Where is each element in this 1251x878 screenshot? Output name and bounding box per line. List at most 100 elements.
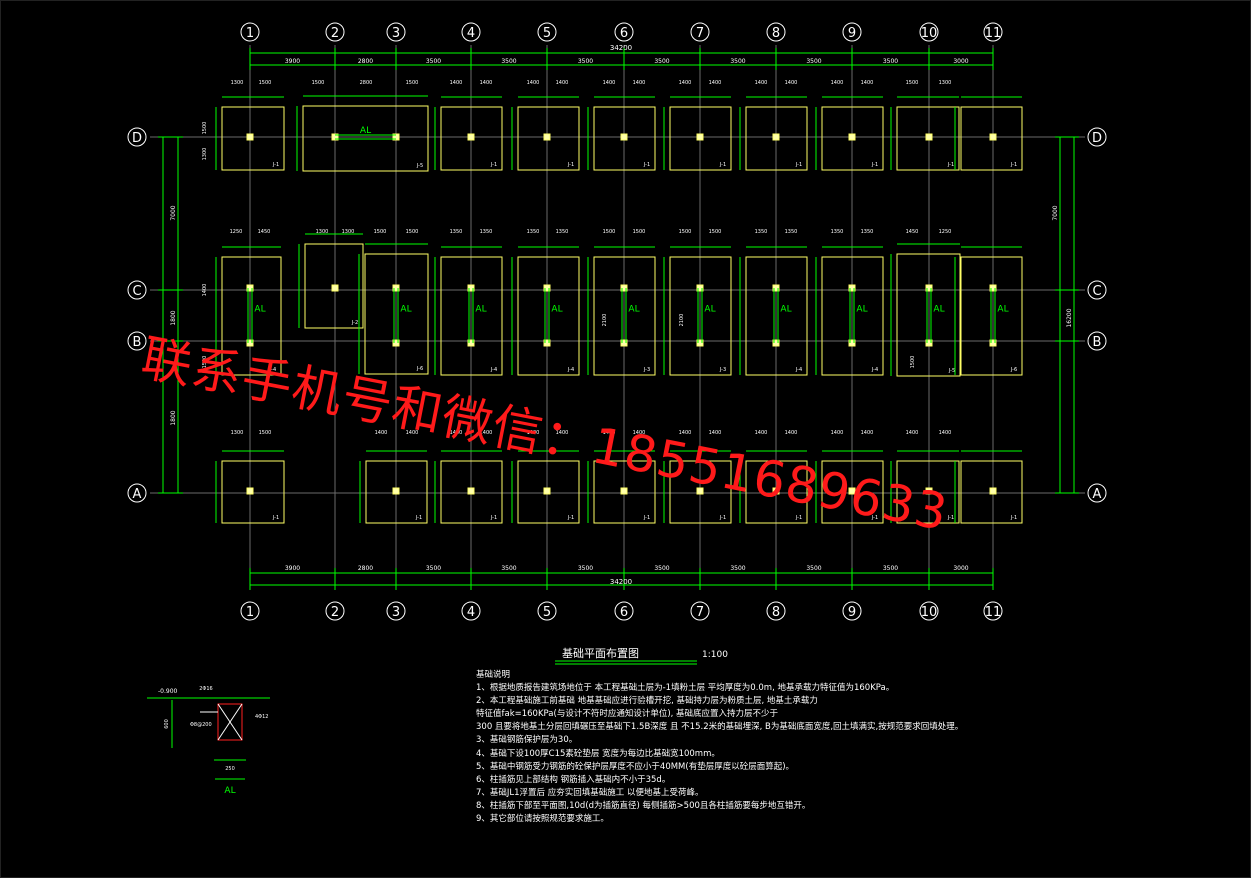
axis-bubble bbox=[983, 22, 1003, 42]
axis-number-label: 8 bbox=[772, 605, 780, 620]
axis-number-label: 5 bbox=[543, 605, 551, 620]
axis-letter-label: A bbox=[133, 487, 142, 502]
column-stub bbox=[848, 284, 856, 292]
axis-bubble bbox=[1087, 331, 1107, 351]
footing-dimension-text: 1400 bbox=[755, 80, 768, 86]
axis-bubble bbox=[1087, 280, 1107, 300]
dimension-text: 3000 bbox=[953, 565, 968, 572]
column-stub bbox=[620, 487, 628, 495]
footing-dimension-text: 1350 bbox=[556, 229, 569, 235]
dimension-text: 3500 bbox=[426, 58, 441, 65]
column-stub bbox=[696, 339, 704, 347]
footing-tag: J-1 bbox=[719, 515, 726, 521]
column-stub bbox=[543, 339, 551, 347]
footing-dimension-text: 1400 bbox=[709, 80, 722, 86]
footing-dimension-text: 1400 bbox=[450, 80, 463, 86]
column-stub bbox=[925, 284, 933, 292]
footing-dimension-text: 1350 bbox=[450, 229, 463, 235]
column-stub bbox=[696, 487, 704, 495]
footing-dimension-text: 1400 bbox=[861, 80, 874, 86]
column-stub bbox=[331, 284, 339, 292]
column-stub bbox=[772, 487, 780, 495]
dimension-text: 3900 bbox=[285, 58, 300, 65]
axis-number-label: 11 bbox=[985, 605, 1002, 620]
footing-dimension-text: 1450 bbox=[906, 229, 919, 235]
footing-tag: J-5 bbox=[948, 368, 955, 374]
beam-label: AL bbox=[856, 305, 867, 315]
footing-outline bbox=[960, 460, 1023, 524]
footing-outline bbox=[745, 106, 808, 171]
footing-dimension-text: 1400 bbox=[527, 430, 540, 436]
axis-bubble bbox=[127, 331, 147, 351]
axis-bubble bbox=[614, 601, 634, 621]
beam-label: AL bbox=[254, 305, 265, 315]
column-stub bbox=[392, 487, 400, 495]
detail-beam-section bbox=[217, 703, 243, 741]
column-stub bbox=[925, 339, 933, 347]
note-line: 2、本工程基础施工前基础 地基基础应进行验槽开挖, 基础持力层为粉质土层, 地基… bbox=[476, 696, 818, 707]
column-stub bbox=[246, 339, 254, 347]
footing-dimension-text: 2800 bbox=[360, 80, 373, 86]
dimension-text: 34200 bbox=[610, 44, 632, 52]
axis-letter-label: C bbox=[132, 284, 141, 299]
footing-tag: J-1 bbox=[490, 162, 497, 168]
footing-dimension-text: 1300 bbox=[202, 148, 208, 161]
column-stub bbox=[246, 284, 254, 292]
column-stub bbox=[989, 284, 997, 292]
footing-outline bbox=[669, 106, 732, 171]
footing-dimension-text: 1300 bbox=[316, 229, 329, 235]
footing-tag: J-1 bbox=[871, 515, 878, 521]
axis-bubble bbox=[240, 22, 260, 42]
dimension-text: 3000 bbox=[953, 58, 968, 65]
footing-dimension-text: 1350 bbox=[480, 229, 493, 235]
dimension-text: 3500 bbox=[806, 565, 821, 572]
footing-dimension-text: 1400 bbox=[527, 80, 540, 86]
note-line: 7、基础JL1浮置后 应夯实回填基础施工 以便地基上受荷峰。 bbox=[476, 787, 704, 798]
axis-number-label: 9 bbox=[848, 605, 856, 620]
footing-tag: J-1 bbox=[415, 515, 422, 521]
beam-label: AL bbox=[400, 305, 411, 315]
footing-dimension-text: 1400 bbox=[450, 430, 463, 436]
column-stub bbox=[543, 487, 551, 495]
beam-label: AL bbox=[551, 305, 562, 315]
footing-dimension-text: 1400 bbox=[906, 430, 919, 436]
axis-bubble bbox=[240, 601, 260, 621]
footing-tag: J-1 bbox=[272, 515, 279, 521]
footing-dimension-text: 1450 bbox=[258, 229, 271, 235]
footing-dimension-text: 1500 bbox=[259, 430, 272, 436]
note-line: 300 且要将地基土分层回填碾压至基础下1.5B深度 且 不15.2米的基础埋深… bbox=[476, 722, 964, 733]
footing-tag: J-1 bbox=[567, 162, 574, 168]
footing-dimension-text: 1400 bbox=[406, 430, 419, 436]
dimension-text: 16200 bbox=[1066, 308, 1073, 327]
footing-dimension-text: 1350 bbox=[831, 229, 844, 235]
footing-dimension-text: 1500 bbox=[312, 80, 325, 86]
footing-outline bbox=[221, 460, 285, 524]
footing-outline bbox=[440, 106, 503, 171]
footing-dimension-text: 1500 bbox=[679, 229, 692, 235]
dimension-text: 3500 bbox=[501, 565, 516, 572]
axis-bubble bbox=[461, 22, 481, 42]
column-stub bbox=[696, 133, 704, 141]
footing-dimension-text: 1400 bbox=[480, 80, 493, 86]
footing-dimension-text: 1400 bbox=[633, 430, 646, 436]
column-stub bbox=[246, 487, 254, 495]
footing-tag: J-1 bbox=[1010, 515, 1017, 521]
footing-dimension-text: 1400 bbox=[603, 80, 616, 86]
note-line: 5、基础中钢筋受力钢筋的砼保护层厚度不应小于40MM(有垫层厚度以砼层面算起)。 bbox=[476, 761, 795, 772]
axis-letter-label: B bbox=[1093, 335, 1102, 350]
axis-bubble bbox=[386, 601, 406, 621]
footing-outline bbox=[440, 256, 503, 376]
column-stub bbox=[848, 133, 856, 141]
footing-outline bbox=[593, 460, 656, 524]
axis-bubble bbox=[842, 601, 862, 621]
column-stub bbox=[246, 133, 254, 141]
column-stub bbox=[925, 487, 933, 495]
axis-number-label: 6 bbox=[620, 605, 628, 620]
dimension-text: 3500 bbox=[806, 58, 821, 65]
detail-label: AL bbox=[224, 786, 235, 796]
column-stub bbox=[467, 339, 475, 347]
footing-dimension-text: 1300 bbox=[231, 80, 244, 86]
axis-bubble bbox=[919, 22, 939, 42]
dimension-text: 3500 bbox=[501, 58, 516, 65]
